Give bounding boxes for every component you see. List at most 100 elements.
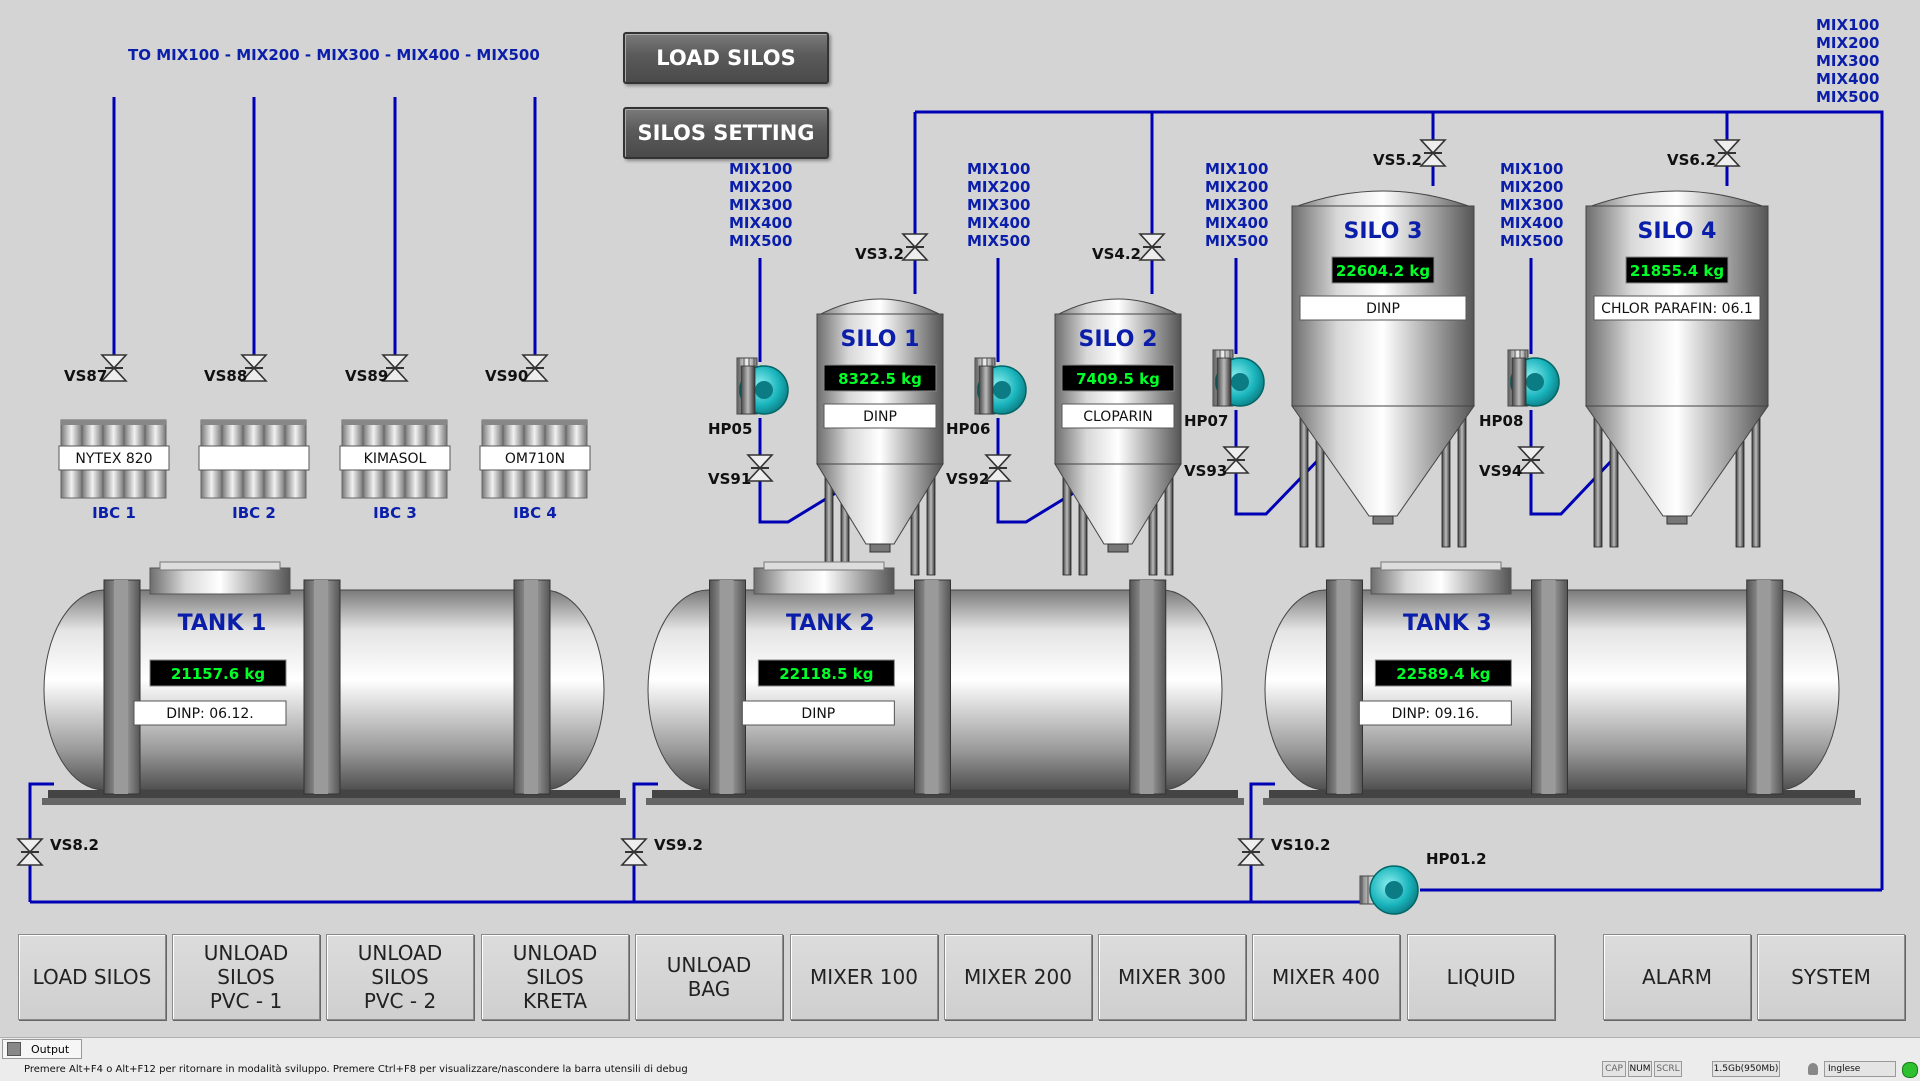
ibc-2[interactable]: IBC 2: [198, 419, 310, 522]
language-indicator[interactable]: Inglese: [1824, 1061, 1896, 1077]
valve-icon[interactable]: [620, 838, 648, 866]
nav-mixer-300-button[interactable]: MIXER 300: [1098, 934, 1246, 1020]
nav-load-silos-button[interactable]: LOAD SILOS: [18, 934, 166, 1020]
valve-icon[interactable]: [100, 354, 128, 382]
valve-icon[interactable]: [984, 454, 1012, 482]
silo-top-valve-label: VS3.2: [855, 245, 904, 263]
ibc-product-label-plate: [198, 445, 310, 471]
header-load-silos-button[interactable]: LOAD SILOS: [623, 32, 829, 84]
silo-pump-label: HP08: [1479, 412, 1523, 430]
valve-icon[interactable]: [1713, 139, 1741, 167]
nav-mixer-200-button[interactable]: MIXER 200: [944, 934, 1092, 1020]
mix-target-label: MIX300: [1500, 196, 1563, 214]
valve-icon[interactable]: [1222, 446, 1250, 474]
tank-band-inner: [719, 580, 734, 794]
tank-product-label-plate: [1358, 700, 1512, 726]
mix-target-label: MIX400: [1500, 214, 1563, 232]
silo-top-valve-label: VS6.2: [1667, 151, 1716, 169]
ibc-valve-label: VS89: [345, 367, 388, 385]
silo-name: SILO 1: [841, 327, 920, 352]
silo-outlet: [869, 543, 891, 553]
tank-band-inner: [1756, 580, 1771, 794]
mix-target-label: MIX500: [1205, 232, 1268, 250]
silo-bottom-valve-label: VS93: [1184, 462, 1227, 480]
silo-top-valve-label: VS5.2: [1373, 151, 1422, 169]
nav-system-button[interactable]: SYSTEM: [1757, 934, 1905, 1020]
silos-setting-button[interactable]: SILOS SETTING: [623, 107, 829, 159]
nav-alarm-button[interactable]: ALARM: [1603, 934, 1751, 1020]
nav-unload-silos-pvc-1-button[interactable]: UNLOAD SILOS PVC - 1: [172, 934, 320, 1020]
nav-unload-bag-button[interactable]: UNLOAD BAG: [635, 934, 783, 1020]
tank-product-label: DINP: [801, 706, 835, 722]
valve-icon[interactable]: [381, 354, 409, 382]
silo-pump-label: HP06: [946, 420, 990, 438]
ibc-top-rim: [201, 420, 306, 425]
valve-icon[interactable]: [240, 354, 268, 382]
pump-icon[interactable]: [736, 357, 789, 415]
valve-icon[interactable]: [521, 354, 549, 382]
silo-outlet: [1372, 515, 1394, 525]
nav-mixer-400-button[interactable]: MIXER 400: [1252, 934, 1400, 1020]
main-pump-label: HP01.2: [1426, 850, 1487, 868]
valve-icon[interactable]: [1237, 838, 1265, 866]
tank-base-plate: [42, 798, 626, 805]
tank-manhole: [1370, 567, 1512, 595]
nav-unload-silos-kreta-button[interactable]: UNLOAD SILOS KRETA: [481, 934, 629, 1020]
valve-icon[interactable]: [1138, 233, 1166, 261]
tank-band-inner: [1139, 580, 1154, 794]
silo-pump-label: HP07: [1184, 412, 1228, 430]
tank-valve-label: VS10.2: [1271, 836, 1330, 854]
scrl-indicator: SCRL: [1654, 1061, 1682, 1077]
memory-indicator: 1.5Gb(950Mb): [1712, 1061, 1780, 1077]
pump-icon[interactable]: [1359, 865, 1419, 915]
pump-icon[interactable]: [974, 357, 1027, 415]
pump-eye: [1526, 373, 1544, 391]
nav-unload-silos-pvc-2-button[interactable]: UNLOAD SILOS PVC - 2: [326, 934, 474, 1020]
mix-target-label: MIX100: [1205, 160, 1268, 178]
valve-icon[interactable]: [746, 454, 774, 482]
ibc-product-label: NYTEX 820: [75, 451, 152, 467]
silo-weight-display-bg: [1061, 364, 1175, 392]
valve-icon[interactable]: [901, 233, 929, 261]
tank-name: TANK 2: [786, 611, 875, 636]
mix-target-label: MIX100: [1816, 16, 1879, 34]
valve-icon[interactable]: [1517, 446, 1545, 474]
tank-name: TANK 3: [1403, 611, 1492, 636]
nav-mixer-100-button[interactable]: MIXER 100: [790, 934, 938, 1020]
mix-target-label: MIX500: [1500, 232, 1563, 250]
silo-weight-display-bg: [1625, 256, 1729, 284]
nav-liquid-button[interactable]: LIQUID: [1407, 934, 1555, 1020]
silo-cone: [1585, 405, 1769, 517]
output-tab[interactable]: Output: [2, 1039, 82, 1059]
ibc-product-label-plate: [479, 445, 591, 471]
mix-target-label: MIX100: [729, 160, 792, 178]
ibc-name: IBC 4: [513, 504, 557, 522]
silo-product-label-plate: [1593, 295, 1761, 321]
mix-target-label: MIX100: [967, 160, 1030, 178]
silo-product-label-plate: [1299, 295, 1467, 321]
tank-manhole-lid: [763, 561, 885, 571]
pump-icon[interactable]: [1507, 349, 1560, 407]
valve-icon[interactable]: [1419, 139, 1447, 167]
tank-product-label: DINP: 06.12.: [166, 706, 254, 722]
silo-name: SILO 4: [1638, 219, 1717, 244]
valve-icon[interactable]: [16, 838, 44, 866]
pump-icon[interactable]: [1212, 349, 1265, 407]
tank-product-label-plate: [133, 700, 287, 726]
ibc-valve-label: VS90: [485, 367, 528, 385]
user-icon: [1808, 1063, 1818, 1075]
ibc-name: IBC 3: [373, 504, 417, 522]
